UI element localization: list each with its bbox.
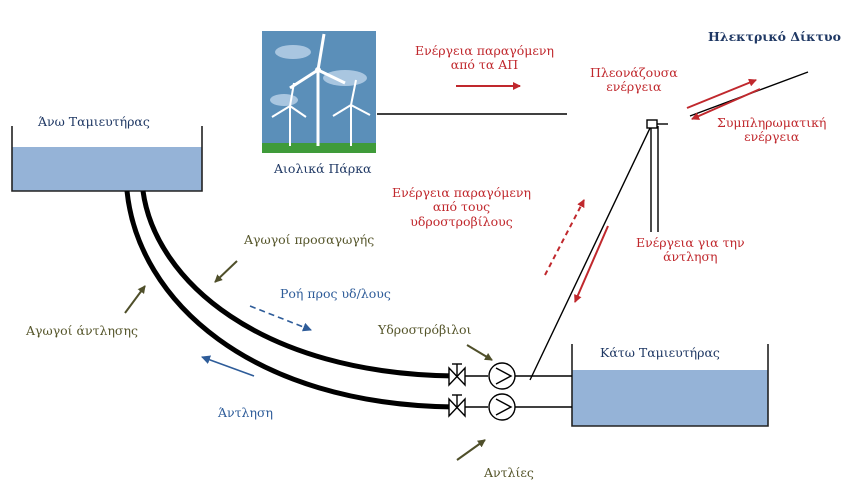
- flow-to-turbines-arrow: [249, 305, 312, 332]
- complementary-energy-arrow: [691, 88, 761, 120]
- supply-pipes-label: Αγωγοί προσαγωγής: [244, 232, 375, 247]
- pump-valve: [448, 394, 466, 418]
- surplus-energy-line-1: Πλεονάζουσα: [590, 65, 678, 80]
- pumping-pipe: [124, 190, 456, 410]
- complementary-energy-line-1: Συμπληρωματική: [717, 115, 827, 130]
- lower-reservoir-tank: [571, 344, 769, 427]
- energy-from-turbines-line-3: υδροστροβίλους: [410, 213, 513, 229]
- energy-for-pumping-line-1: Ενέργεια για την: [636, 235, 745, 250]
- pumps-pointer: [456, 439, 486, 461]
- upper-reservoir: [11, 126, 203, 192]
- energy-from-turbines-label: Ενέργεια παραγόμενη από τους υδροστροβίλ…: [392, 185, 531, 229]
- pumping-pipes-pointer: [124, 285, 146, 314]
- pumping-label: Άντληση: [218, 405, 273, 420]
- surplus-energy-line-2: ενέργεια: [606, 79, 662, 95]
- pumps-label: Αντλίες: [484, 465, 534, 480]
- wind-park-image: [262, 31, 376, 153]
- wind-parks-label: Αιολικά Πάρκα: [274, 161, 372, 176]
- supply-pipe: [140, 190, 456, 379]
- upper-reservoir-water: [12, 147, 202, 191]
- energy-from-wind-line-1: Ενέργεια παραγόμενη: [415, 43, 554, 58]
- upper-reservoir-tank: [11, 126, 203, 192]
- pumping-pipes-label: Αγωγοί άντλησης: [26, 323, 138, 338]
- lower-reservoir-label: Κάτω Ταμιευτήρας: [600, 345, 720, 360]
- grid-label: Ηλεκτρικό Δίκτυο: [708, 29, 841, 44]
- energy-from-turbines-line-1: Ενέργεια παραγόμενη: [392, 185, 531, 200]
- upper-reservoir-label: Άνω Ταμιευτήρας: [38, 114, 150, 129]
- grid-connection-symbol: [646, 119, 668, 232]
- energy-from-wind-line-2: από τα ΑΠ: [450, 57, 519, 73]
- energy-from-wind-label: Ενέργεια παραγόμενη από τα ΑΠ: [415, 43, 554, 73]
- turbine-energy-arrow: [544, 199, 585, 276]
- complementary-energy-line-2: ενέργεια: [744, 129, 800, 145]
- complementary-energy-label: Συμπληρωματική ενέργεια: [717, 115, 827, 145]
- turbines-label: Υδροστρόβιλοι: [378, 322, 472, 337]
- turbines-pointer: [466, 344, 493, 361]
- surplus-energy-label: Πλεονάζουσα ενέργεια: [590, 65, 678, 95]
- energy-for-pumping-line-2: άντληση: [663, 249, 718, 265]
- pumping-energy-arrow: [574, 225, 609, 303]
- lower-reservoir: [571, 344, 769, 427]
- lower-reservoir-water: [572, 370, 768, 426]
- flow-to-turbines-label: Ροή προς υδ/λους: [280, 286, 391, 301]
- power-line-hydro: [529, 125, 652, 381]
- energy-from-turbines-line-2: από τους: [432, 199, 491, 215]
- energy-for-pumping-label: Ενέργεια για την άντληση: [636, 235, 745, 265]
- turbine-symbol: [465, 362, 516, 390]
- turbine-valve: [448, 363, 466, 387]
- surplus-energy-arrow: [686, 78, 757, 109]
- pump-symbol: [465, 393, 516, 421]
- supply-pipes-pointer: [214, 260, 238, 283]
- pumping-flow-arrow: [201, 355, 255, 377]
